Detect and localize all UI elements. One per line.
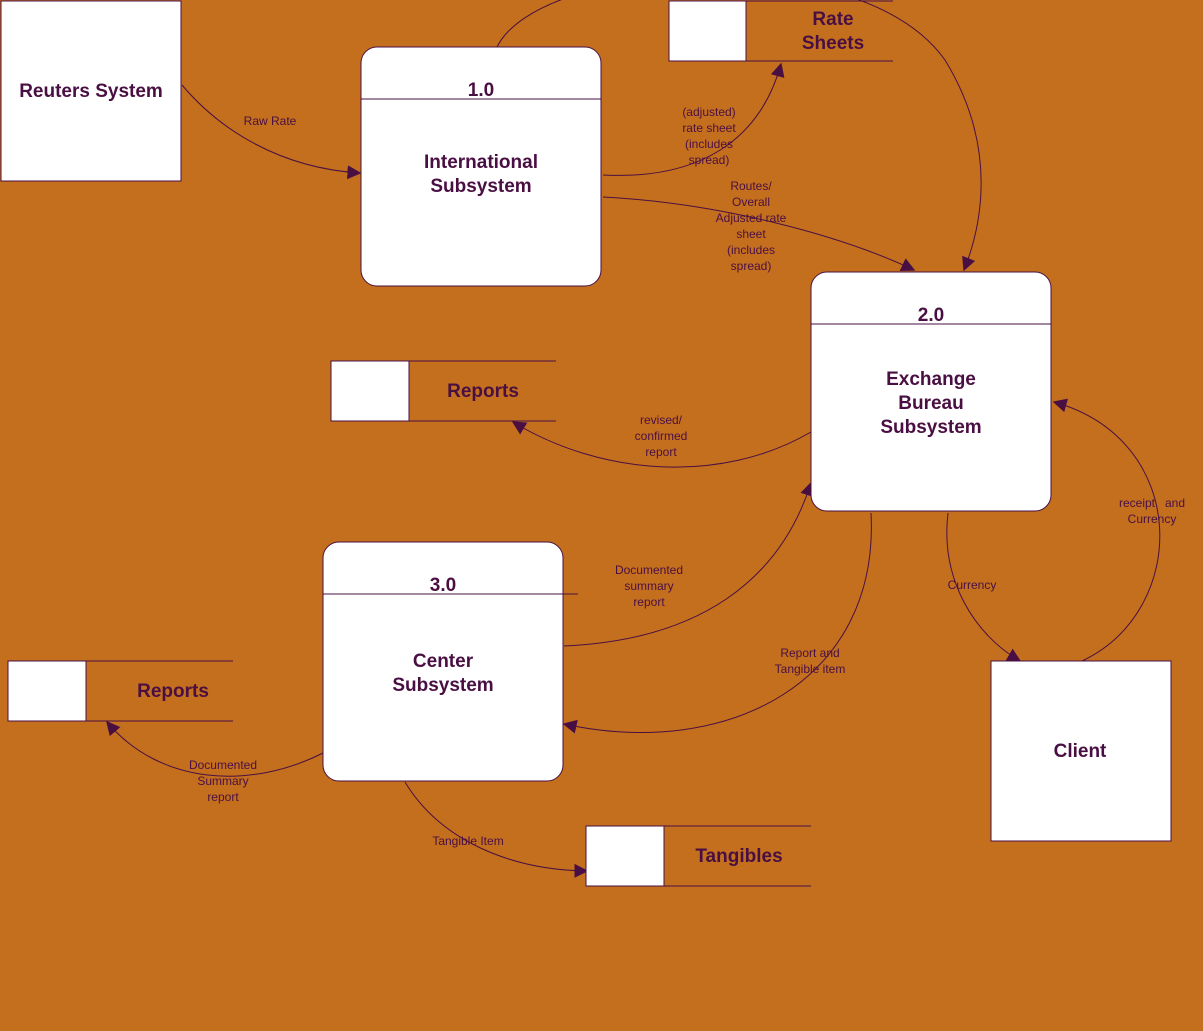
flow-currency xyxy=(946,512,1022,662)
store-tangibles-label: Tangibles xyxy=(695,846,782,867)
process-3-box xyxy=(322,541,564,782)
process-2-number: 2.0 xyxy=(918,305,944,326)
flow-label-documented-summary-up: summary xyxy=(624,579,673,593)
store-tangibles-id-box xyxy=(585,825,665,887)
flow-label-adjusted-rate-sheet: rate sheet xyxy=(682,121,736,135)
store-rate-sheets: Rate Sheets xyxy=(668,0,893,62)
entity-client-label: Client xyxy=(1054,741,1107,762)
flow-label-routes-overall: spread) xyxy=(731,259,772,273)
flow-tangible-item xyxy=(404,781,589,878)
flow-report-tangible xyxy=(562,512,872,734)
flow-label-routes-overall: sheet xyxy=(736,227,766,241)
flow-labels: Raw Rate (adjusted) rate sheet (includes… xyxy=(189,105,1185,848)
flow-label-routes-overall: Adjusted rate xyxy=(716,211,787,225)
flow-label-documented-summary-up: report xyxy=(633,595,665,609)
flow-label-adjusted-rate-sheet: (adjusted) xyxy=(682,105,735,119)
process-3-name-line: Center xyxy=(413,651,474,672)
flow-label-revised-report: report xyxy=(645,445,677,459)
process-1-number: 1.0 xyxy=(468,80,494,101)
flow-label-documented-summary-left: report xyxy=(207,790,239,804)
store-rate-sheets-label: Sheets xyxy=(802,33,864,54)
process-2: 2.0 Exchange Bureau Subsystem xyxy=(810,271,1052,512)
process-2-name-line: Bureau xyxy=(898,393,963,414)
process-2-box xyxy=(810,271,1052,512)
flow-documented-summary-left xyxy=(106,720,324,777)
flow-label-raw-rate: Raw Rate xyxy=(244,114,297,128)
flows xyxy=(106,0,1161,878)
store-reports-mid-id-box xyxy=(330,360,410,422)
flow-revised-report xyxy=(511,421,812,468)
flow-label-adjusted-rate-sheet: spread) xyxy=(689,153,730,167)
process-1: 1.0 International Subsystem xyxy=(360,46,602,287)
store-tangibles: Tangibles xyxy=(585,825,811,887)
process-3-name-line: Subsystem xyxy=(392,675,493,696)
flow-label-documented-summary-up: Documented xyxy=(615,563,683,577)
flow-label-report-tangible: Tangible item xyxy=(775,662,846,676)
entity-reuters-label: Reuters System xyxy=(19,81,163,102)
flow-label-routes-overall: Routes/ xyxy=(730,179,772,193)
flow-label-routes-overall: (includes xyxy=(727,243,775,257)
entity-client xyxy=(990,660,1172,842)
entity-reuters-system xyxy=(0,0,182,182)
process-3: 3.0 Center Subsystem xyxy=(322,541,578,782)
flow-label-routes-overall: Overall xyxy=(732,195,770,209)
flow-label-report-tangible: Report and xyxy=(780,646,839,660)
flow-label-receipt-currency: Currency xyxy=(1128,512,1177,526)
store-reports-left-label: Reports xyxy=(137,681,209,702)
process-2-name-line: Subsystem xyxy=(880,417,981,438)
flow-label-adjusted-rate-sheet: (includes xyxy=(685,137,733,151)
flow-label-revised-report: confirmed xyxy=(635,429,688,443)
process-1-name-line: Subsystem xyxy=(430,176,531,197)
flow-label-documented-summary-left: Documented xyxy=(189,758,257,772)
process-1-name-line: International xyxy=(424,152,538,173)
flow-label-currency: Currency xyxy=(948,578,997,592)
flow-label-tangible-item: Tangible Item xyxy=(432,834,503,848)
flow-label-revised-report: revised/ xyxy=(640,413,683,427)
store-reports-left: Reports xyxy=(7,660,233,722)
store-rate-sheets-id-box xyxy=(668,0,747,62)
flow-raw-rate xyxy=(181,84,362,180)
store-reports-mid-label: Reports xyxy=(447,381,519,402)
store-rate-sheets-label: Rate xyxy=(812,9,853,30)
process-2-name-line: Exchange xyxy=(886,369,976,390)
flow-routes-overall xyxy=(602,196,916,271)
process-3-number: 3.0 xyxy=(430,575,456,596)
flow-top-arc xyxy=(496,0,982,272)
process-1-box xyxy=(360,46,602,287)
store-reports-left-id-box xyxy=(7,660,87,722)
flow-documented-summary-up xyxy=(563,481,814,647)
flow-label-documented-summary-left: Summary xyxy=(197,774,248,788)
store-reports-mid: Reports xyxy=(330,360,556,422)
flow-label-receipt-currency: receipt and xyxy=(1119,496,1185,510)
flow-adjusted-rate-sheet xyxy=(602,62,785,176)
flow-receipt-currency xyxy=(1052,398,1161,662)
